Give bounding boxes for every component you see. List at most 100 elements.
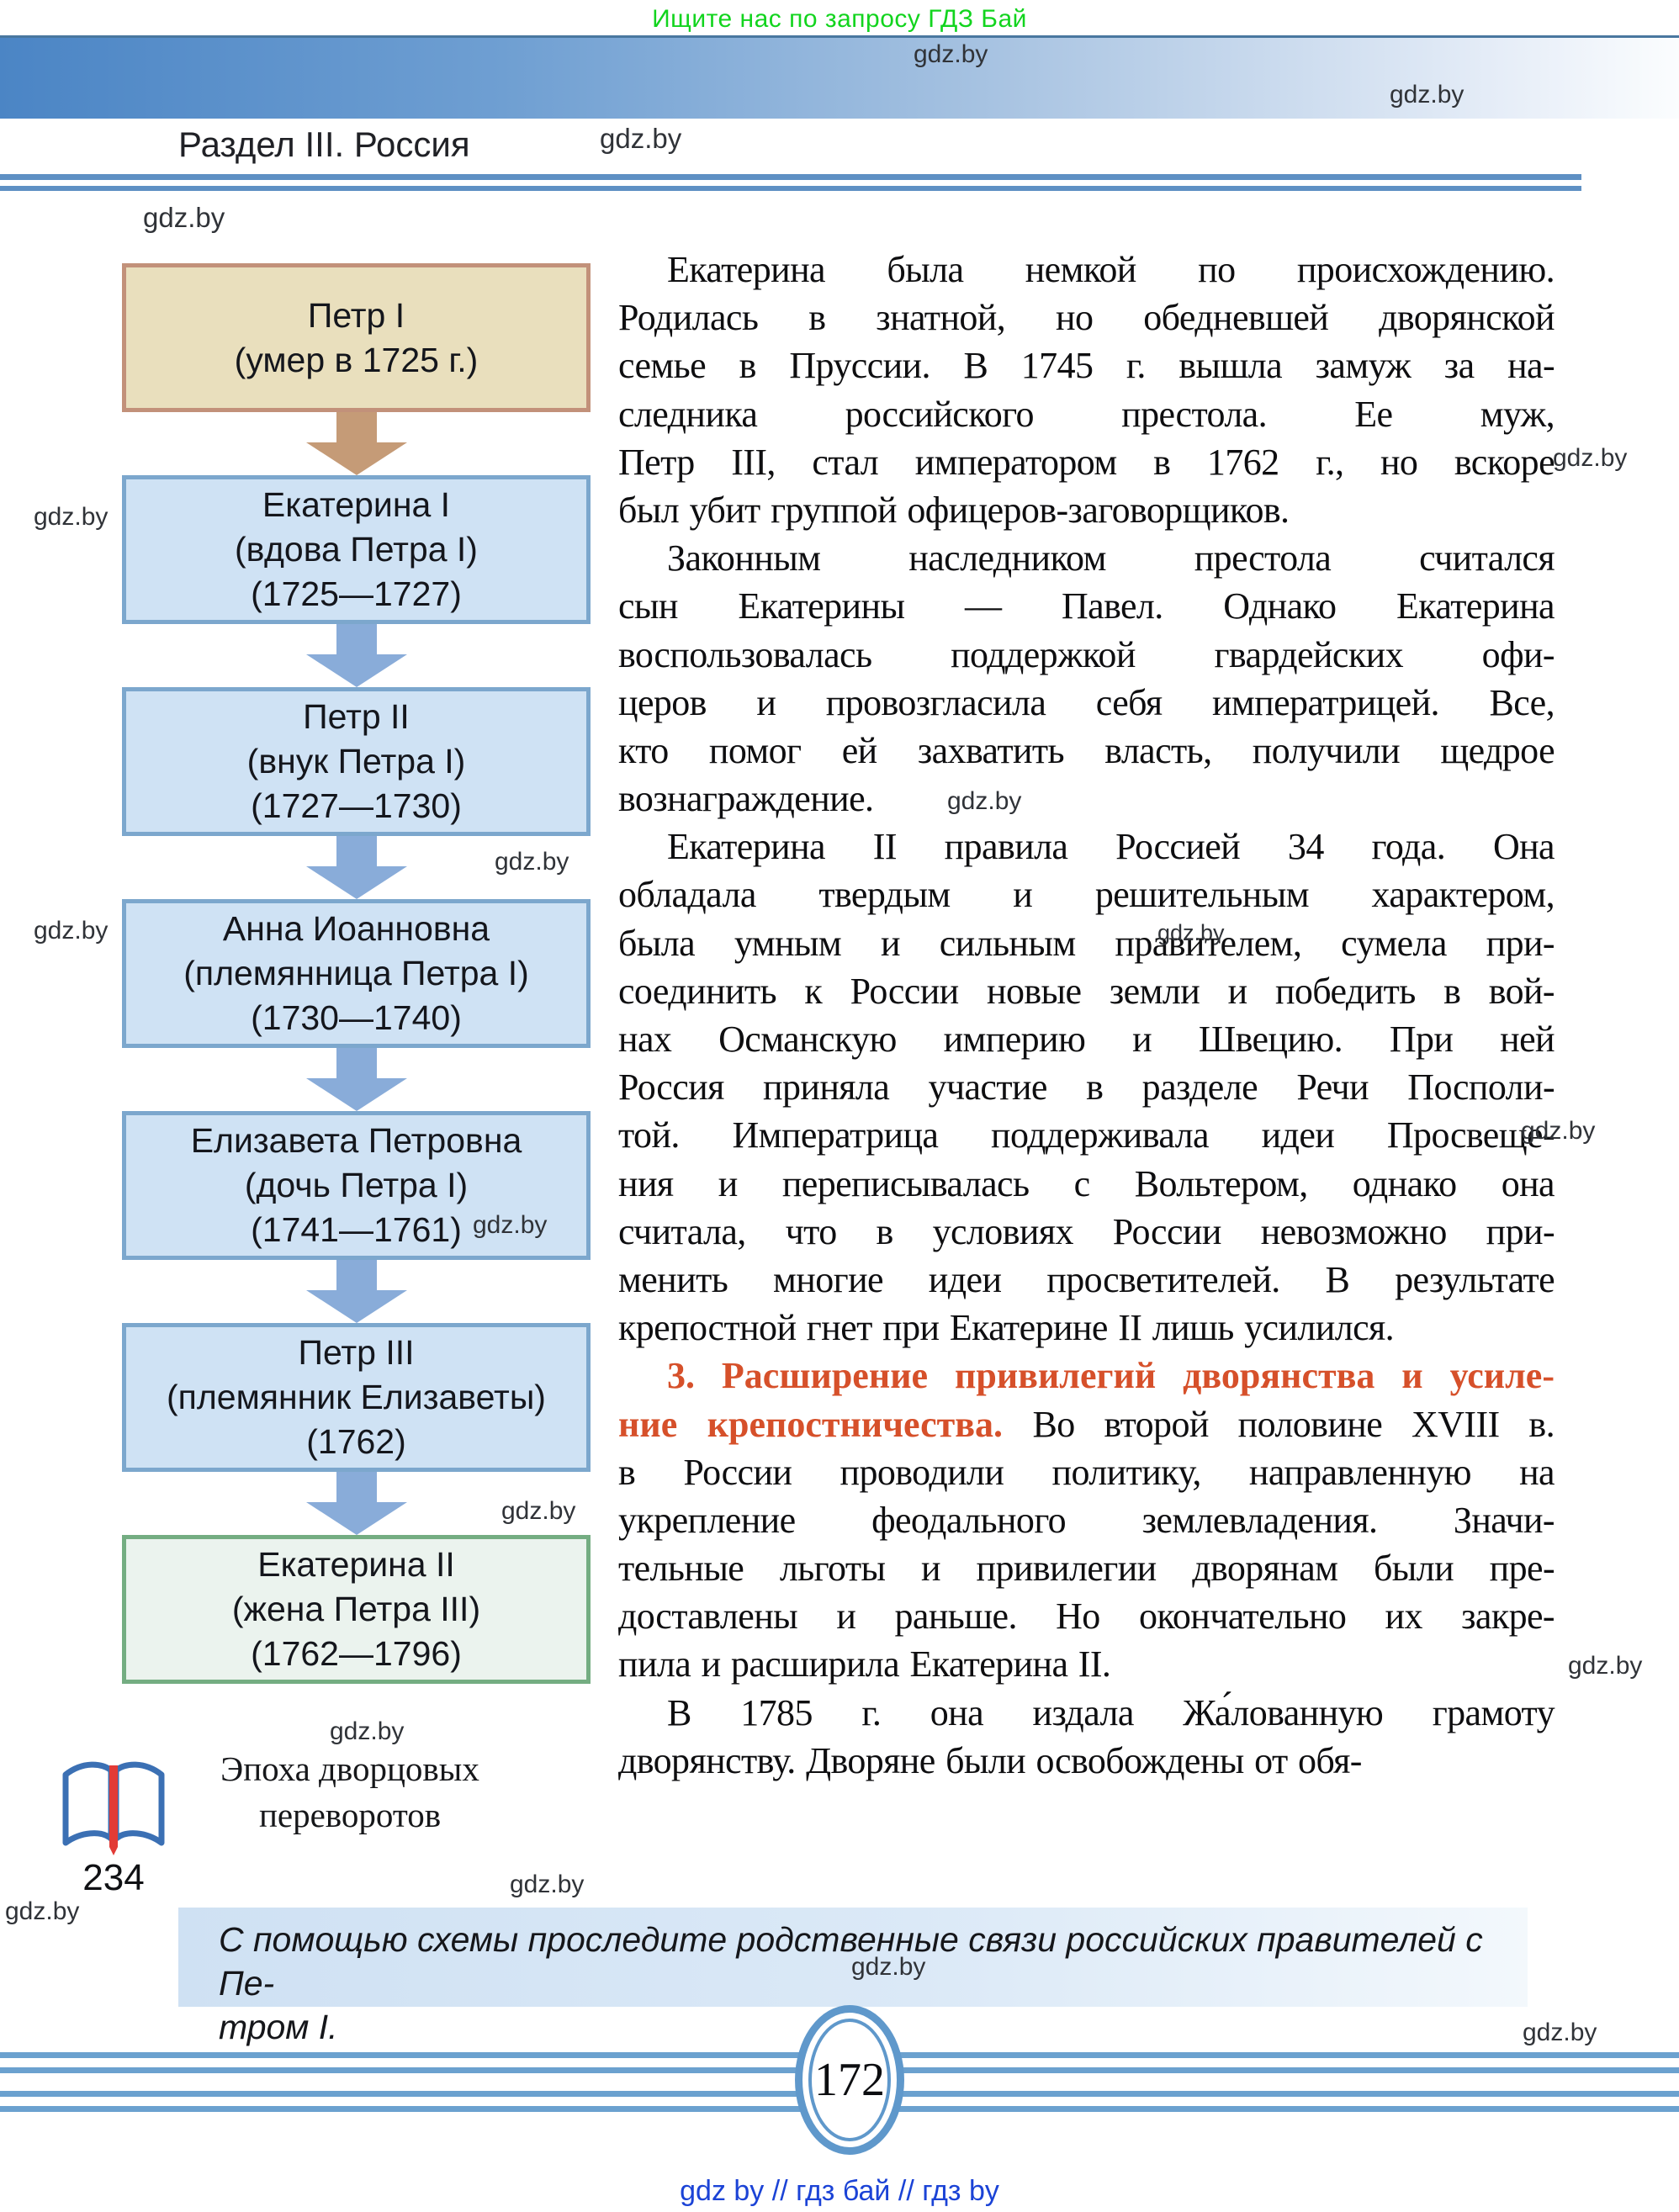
text-line: сын Екатерины — Павел. Однако Екатерина: [618, 582, 1555, 630]
text-line: дворянству. Дворяне были освобождены от …: [618, 1737, 1555, 1785]
flow-box-7: Екатерина II(жена Петра III)(1762—1796): [122, 1535, 591, 1684]
text-run: ния и переписывалась с Вольтером, однако…: [618, 1162, 1555, 1204]
text-line: Екатерина II правила Россией 34 года. Он…: [618, 823, 1555, 871]
text-line: Екатерина была немкой по происхождению.: [618, 246, 1555, 294]
text-line: пила и расширила Екатерина II.: [618, 1640, 1555, 1688]
flow-box-2: Екатерина I(вдова Петра I)(1725—1727): [122, 475, 591, 624]
gdzby-watermark: gdz.by: [1521, 1117, 1596, 1145]
text-line: считала, что в условиях России невозможн…: [618, 1208, 1555, 1256]
flow-box-1: Петр I (умер в 1725 г.): [122, 263, 591, 412]
inline-section-heading: 3. Расширение привилегий дворянства и ус…: [667, 1355, 1555, 1397]
text-line: был убит группой офицеров-заговорщиков.: [618, 486, 1555, 534]
text-line: Россия приняла участие в разделе Речи По…: [618, 1063, 1555, 1111]
page-number-badge: 172: [795, 2005, 904, 2155]
text-run: Законным наследником престола считался: [667, 537, 1555, 579]
gdzby-watermark: gdz.by: [5, 1897, 80, 1925]
section-title: Раздел III. Россия: [178, 124, 470, 164]
text-run: сын Екатерины — Павел. Однако Екатерина: [618, 585, 1555, 627]
text-run: В 1785 г. она издала Жа́лованную грамоту: [667, 1691, 1555, 1733]
text-line: ние крепостничества. Во второй половине …: [618, 1400, 1555, 1448]
gdzby-watermark: gdz.by: [1523, 2019, 1597, 2046]
gdzby-watermark: gdz.by: [1568, 1652, 1643, 1680]
gdzby-watermark: gdz.by: [1390, 81, 1464, 108]
flow-box-text: (1741—1761): [251, 1210, 462, 1249]
text-run: крепостной гнет при Екатерине II лишь ус…: [618, 1307, 1395, 1349]
header-rule-thick: [0, 174, 1581, 180]
text-line: Родилась в знатной, но обедневшей дворян…: [618, 294, 1555, 341]
flow-box-text: (1762): [306, 1422, 406, 1461]
text-line: тельные льготы и привилегии дворянам был…: [618, 1544, 1555, 1592]
open-book-icon: [62, 1761, 165, 1855]
text-run: церов и провозгласила себя императрицей.…: [618, 681, 1555, 723]
gdzby-watermark: gdz.by: [34, 503, 109, 531]
flow-box-text: (1727—1730): [251, 786, 462, 825]
text-line: следника российского престола. Ее муж,: [618, 390, 1555, 438]
flow-box-text: Петр I: [307, 295, 405, 335]
text-line: В 1785 г. она издала Жа́лованную грамоту: [618, 1689, 1555, 1737]
footer-links[interactable]: gdz by // гдз бай // гдз by: [680, 2175, 999, 2207]
article: Екатерина была немкой по происхождению.Р…: [618, 246, 1555, 1785]
text-line: кто помог ей захватить власть, получили …: [618, 727, 1555, 775]
flow-arrow-down-icon: [305, 836, 407, 899]
promo-text: Ищите нас по запросу ГДЗ Бай: [652, 5, 1027, 33]
task-box: С помощью схемы проследите родственные с…: [178, 1908, 1528, 2046]
text-line: крепостной гнет при Екатерине II лишь ус…: [618, 1304, 1555, 1352]
text-run: укрепление феодального землевладения. Зн…: [618, 1499, 1555, 1541]
task-line-2: тром I.: [219, 2008, 338, 2046]
text-run: обладала твердым и решительным характеро…: [618, 874, 1555, 916]
flow-box-text: Петр II: [303, 697, 410, 736]
book-page-ref: 234: [82, 1857, 145, 1898]
flow-box-text: Екатерина II: [257, 1545, 455, 1584]
text-run: Родилась в знатной, но обедневшей дворян…: [618, 297, 1555, 339]
text-run: была умным и сильным правителем, сумела …: [618, 922, 1555, 964]
gdzby-watermark: gdz.by: [851, 1953, 926, 1981]
flow-box-text: Екатерина I: [262, 485, 451, 524]
text-line: церов и провозгласила себя императрицей.…: [618, 679, 1555, 727]
text-line: была умным и сильным правителем, сумела …: [618, 919, 1555, 967]
text-line: менить многие идеи просветителей. В резу…: [618, 1256, 1555, 1304]
gdzby-watermark: gdz.by: [510, 1871, 585, 1898]
text-run: пила и расширила Екатерина II.: [618, 1643, 1111, 1685]
gdzby-watermark: gdz.by: [1553, 444, 1628, 472]
gdzby-watermark: gdz.by: [1157, 920, 1225, 945]
page-number-ring: [808, 2019, 891, 2141]
text-run: семье в Пруссии. В 1745 г. вышла замуж з…: [618, 345, 1555, 387]
flow-box-text: (жена Петра III): [231, 1590, 481, 1628]
text-run: нах Османскую империю и Швецию. При ней: [618, 1019, 1555, 1060]
text-line: семье в Пруссии. В 1745 г. вышла замуж з…: [618, 341, 1555, 389]
text-run: воспользовалась поддержкой гвардейских о…: [618, 633, 1555, 675]
task-line-1: С помощью схемы проследите родственные с…: [219, 1920, 1483, 2003]
flow-box-text: Петр III: [298, 1333, 415, 1372]
flow-arrow-down-icon: [305, 1260, 407, 1323]
text-run: Екатерина II правила Россией 34 года. Он…: [667, 826, 1555, 868]
flow-arrow-down-icon: [305, 1048, 407, 1111]
gdzby-watermark: gdz.by: [600, 123, 682, 154]
flow-box-text: (умер в 1725 г.): [234, 340, 479, 379]
flow-box-text: (племянница Петра I): [183, 954, 529, 992]
caption-line-2: переворотов: [258, 1796, 442, 1834]
flow-box-text: (1725—1727): [251, 574, 462, 613]
text-run: тельные льготы и привилегии дворянам был…: [618, 1548, 1555, 1590]
text-run: кто помог ей захватить власть, получили …: [618, 729, 1555, 771]
flow-box-text: (племянник Елизаветы): [167, 1378, 546, 1416]
text-line: обладала твердым и решительным характеро…: [618, 871, 1555, 918]
gdzby-watermark: gdz.by: [330, 1717, 405, 1745]
flow-box-6: Петр III (племянник Елизаветы) (1762): [122, 1323, 591, 1472]
page-number: 172: [814, 2054, 885, 2106]
text-line: ния и переписывалась с Вольтером, однако…: [618, 1160, 1555, 1208]
text-line: воспользовалась поддержкой гвардейских о…: [618, 631, 1555, 679]
gdzby-watermark: gdz.by: [34, 917, 109, 945]
flow-box-text: Елизавета Петровна: [190, 1121, 522, 1160]
text-run: менить многие идеи просветителей. В резу…: [618, 1258, 1555, 1300]
gdzby-watermark: gdz.by: [914, 40, 988, 68]
inline-section-heading: ние крепостничества.: [618, 1403, 1033, 1445]
caption-line-1: Эпоха дворцовых: [220, 1749, 479, 1788]
text-line: 3. Расширение привилегий дворянства и ус…: [618, 1352, 1555, 1400]
header-banner: [0, 35, 1679, 119]
gdzby-watermark: gdz.by: [947, 787, 1022, 815]
flow-arrow-down-icon: [305, 412, 407, 475]
text-run: в России проводили политику, направленну…: [618, 1451, 1555, 1493]
text-line: Петр III, стал императором в 1762 г., но…: [618, 438, 1555, 486]
flow-box-3: Петр II(внук Петра I)(1727—1730): [122, 687, 591, 836]
text-run: Во второй половине XVIII в.: [1032, 1403, 1555, 1445]
